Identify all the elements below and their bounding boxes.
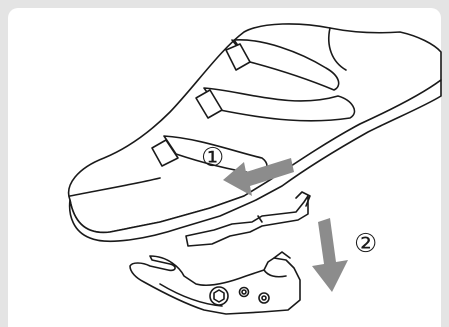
pedal-illustration: [130, 252, 300, 314]
step-1-label: ①: [201, 143, 224, 173]
step-2-label: ②: [354, 229, 377, 259]
step-2-arrow: [312, 218, 348, 292]
cycling-shoe-illustration: [69, 24, 441, 246]
